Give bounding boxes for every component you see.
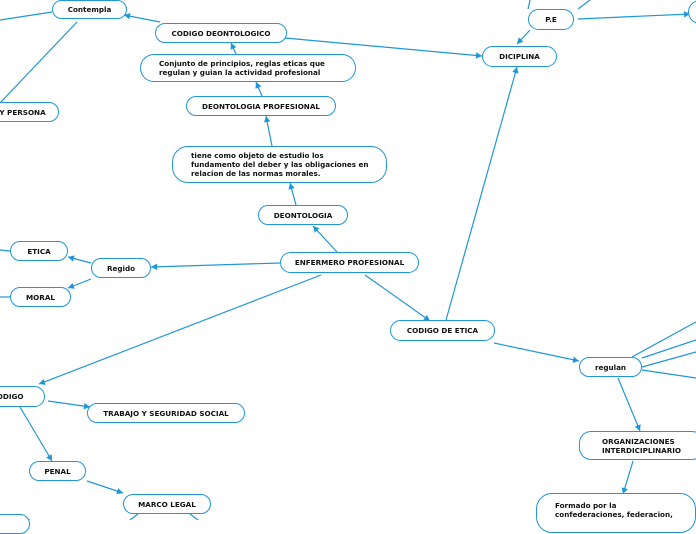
arrowhead <box>572 356 579 363</box>
arrowhead <box>517 37 524 44</box>
connector-line <box>527 0 531 10</box>
node-penal[interactable]: PENAL <box>29 461 86 481</box>
node-label: Conjunto de principios, reglas eticas qu… <box>159 59 325 77</box>
node-label: ETICA <box>27 246 51 256</box>
connector-line <box>86 480 124 494</box>
node-label: ENFERMERO PROFESIONAL <box>294 258 405 267</box>
arrowhead <box>124 13 131 20</box>
node-marco-legal[interactable]: MARCO LEGAL <box>123 494 211 514</box>
connector-line <box>47 400 91 408</box>
node-regulan[interactable]: regulan <box>579 357 642 377</box>
arrowhead <box>512 67 519 74</box>
connector-line <box>284 37 483 57</box>
arrowhead <box>151 263 158 271</box>
connector-line <box>150 262 281 268</box>
node-label: DEONTOLOGIA <box>273 210 333 220</box>
connector-line <box>631 321 696 358</box>
connector-line <box>38 274 322 385</box>
arrowhead <box>116 488 123 495</box>
node-conjunto-principios[interactable]: Conjunto de principios, reglas eticas qu… <box>140 54 356 82</box>
connector-line <box>0 21 78 104</box>
connector-line <box>364 274 431 322</box>
node-label: Y PERSONA <box>0 107 46 117</box>
node-label: TRABAJO Y SEGURIDAD SOCIAL <box>103 408 229 418</box>
connector-lines <box>0 0 696 520</box>
arrowhead <box>621 487 628 494</box>
node-codigo-deontologico[interactable]: CODIGO DEONTOLOGICO <box>155 23 287 43</box>
arrowhead <box>634 424 641 431</box>
node-label: Contempla <box>67 5 112 14</box>
node-regido[interactable]: Regido <box>91 258 151 278</box>
arrowhead <box>313 226 320 233</box>
node-codigo-etica[interactable]: CODIGO DE ETICA <box>390 320 495 341</box>
arrowhead <box>255 82 262 89</box>
node-label: DICIPLINA <box>499 52 540 61</box>
node-pe[interactable]: P.E <box>528 9 574 30</box>
arrowhead <box>39 378 46 385</box>
node-codigo[interactable]: CODIGO <box>0 386 45 407</box>
node-label: CODIGO DEONTOLOGICO <box>171 28 271 38</box>
arrowhead <box>46 454 52 461</box>
connector-line <box>577 0 591 10</box>
node-label: DEONTOLOGIA PROFESIONAL <box>202 101 320 111</box>
arrowhead <box>83 402 90 410</box>
node-deontologia-profesional[interactable]: DEONTOLOGIA PROFESIONAL <box>186 96 336 116</box>
node-label: CODIGO <box>0 392 24 401</box>
node-label: Formado por la confederaciones, federaci… <box>555 501 673 519</box>
node-etica[interactable]: ETICA <box>10 241 68 261</box>
connector-line <box>493 342 580 362</box>
arrowhead <box>683 11 690 18</box>
node-formado-por[interactable]: Formado por la confederaciones, federaci… <box>536 493 696 533</box>
node-label: regulan <box>594 362 627 372</box>
node-deontologia[interactable]: DEONTOLOGIA <box>258 205 348 225</box>
node-label: MORAL <box>26 292 55 302</box>
arrowhead <box>288 183 295 190</box>
node-enfermero-profesional[interactable]: ENFERMERO PROFESIONAL <box>280 252 419 273</box>
node-moral[interactable]: MORAL <box>10 287 71 307</box>
arrowhead <box>68 282 75 289</box>
node-persona[interactable]: Y PERSONA <box>0 102 59 122</box>
node-contempla[interactable]: Contempla <box>52 0 127 19</box>
node-label: MARCO LEGAL <box>138 499 196 509</box>
arrowhead <box>423 314 430 321</box>
node-label: CODIGO DE ETICA <box>406 326 479 335</box>
node-partial-bottom-left[interactable] <box>0 514 30 534</box>
node-label: ORGANIZACIONES INTERDICIPLINARIO <box>601 436 682 455</box>
connector-line <box>19 406 53 462</box>
arrowhead <box>230 43 237 50</box>
node-label: tiene como objeto de estudio los fundame… <box>191 151 369 178</box>
connector-line <box>641 351 696 368</box>
arrowhead <box>264 116 271 123</box>
node-label: P.E <box>545 15 557 24</box>
connector-line <box>0 249 11 252</box>
connector-line <box>577 13 691 20</box>
connector-line <box>123 14 161 23</box>
node-trabajo-seguridad[interactable]: TRABAJO Y SEGURIDAD SOCIAL <box>87 403 245 423</box>
node-organizaciones[interactable]: ORGANIZACIONES INTERDICIPLINARIO <box>579 431 696 460</box>
connector-line <box>445 66 518 321</box>
node-label: Regido <box>106 263 136 273</box>
connector-line <box>129 513 139 520</box>
arrowhead <box>68 255 75 262</box>
connector-line <box>617 377 641 432</box>
arrowhead <box>475 52 482 59</box>
connector-line <box>189 513 199 520</box>
node-objeto-estudio[interactable]: tiene como objeto de estudio los fundame… <box>172 146 387 183</box>
connector-line <box>641 339 696 359</box>
node-diciplina[interactable]: DICIPLINA <box>482 46 557 67</box>
connector-line <box>641 369 696 379</box>
connector-line <box>0 11 53 21</box>
node-label: PENAL <box>44 466 71 476</box>
